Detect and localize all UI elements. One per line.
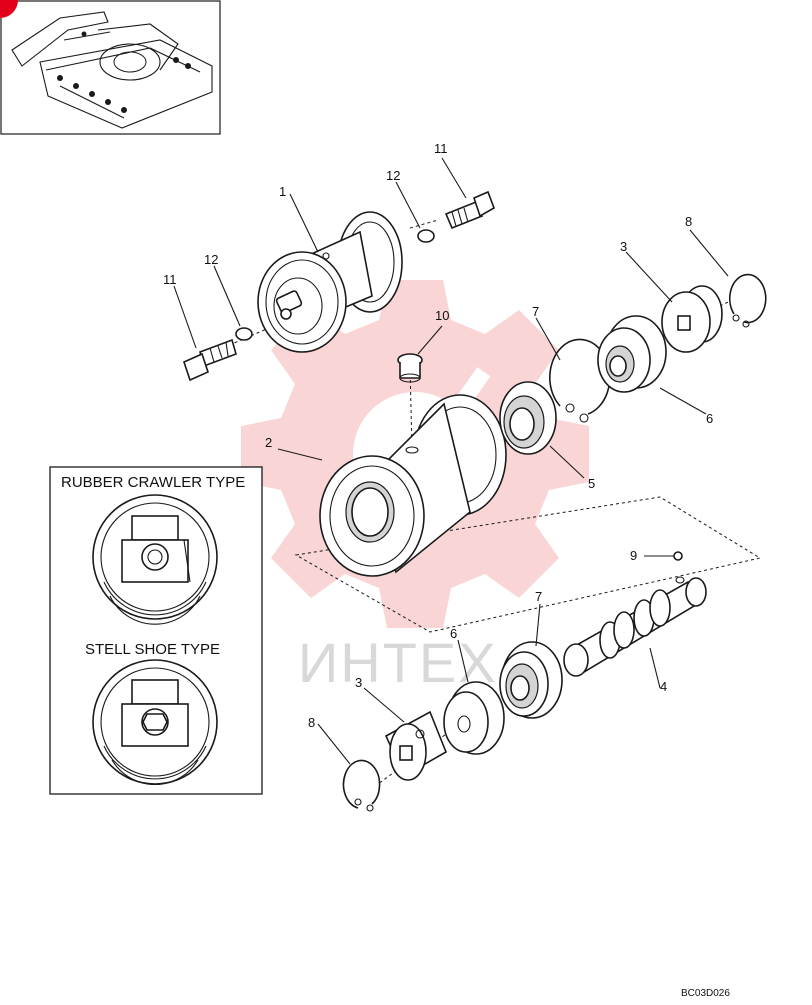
drawing-code: BC03D026 [681,988,730,999]
part-10-plug [397,353,423,383]
callout-8-top: 8 [685,214,692,229]
part-11-bolt-top [444,190,495,230]
part-9-pin [673,551,683,561]
part-8-circlip-top [728,273,767,328]
part-6-seal-top [597,315,667,393]
callout-7-bottom: 7 [535,589,542,604]
steel-shoe-label: STELL SHOE TYPE [85,641,220,658]
callout-6-bottom: 6 [450,626,457,641]
inset-panel: RUBBER CRAWLER TYPE STELL SHOE TYPE [49,466,263,795]
callout-8-bottom: 8 [308,715,315,730]
callout-11-top: 11 [434,141,448,156]
part-8-circlip-bottom [342,759,381,812]
callout-12-top: 12 [386,168,400,183]
callout-10: 10 [435,308,449,323]
callout-3-bottom: 3 [355,675,362,690]
part-4-shaft [563,576,707,677]
part-7-snap-ring-top [549,338,611,423]
callout-4: 4 [660,679,667,694]
part-5-bearing [499,381,557,455]
callout-9: 9 [630,548,637,563]
part-6-seal-bottom [443,681,505,755]
part-1-idler-hub [257,211,403,353]
part-3-collar-top [661,285,723,353]
part-3-collar-bottom [384,710,448,781]
callout-5: 5 [588,476,595,491]
part-7-bearing-bottom [499,641,563,719]
rubber-crawler-label: RUBBER CRAWLER TYPE [61,474,245,491]
machine-thumbnail [0,0,221,135]
part-11-bolt-left [183,338,237,382]
callout-7-top: 7 [532,304,539,319]
part-12-washer-top [417,229,435,243]
callout-12-left: 12 [204,252,218,267]
callout-3-top: 3 [620,239,627,254]
steel-shoe-view [92,659,218,786]
callout-2: 2 [265,435,272,450]
part-12-washer-left [235,327,253,341]
callout-6-top: 6 [706,411,713,426]
corner-marker-icon [0,0,18,18]
leader-lines [173,157,729,765]
rubber-crawler-view [92,494,218,625]
callout-1: 1 [279,184,286,199]
watermark-text: ИНТЕХ [298,631,498,694]
callouts: 1 2 3 3 4 5 6 6 7 7 8 8 9 10 11 11 12 12 [163,141,713,730]
callout-11-left: 11 [163,272,177,287]
part-2-idler-wheel [319,394,507,577]
